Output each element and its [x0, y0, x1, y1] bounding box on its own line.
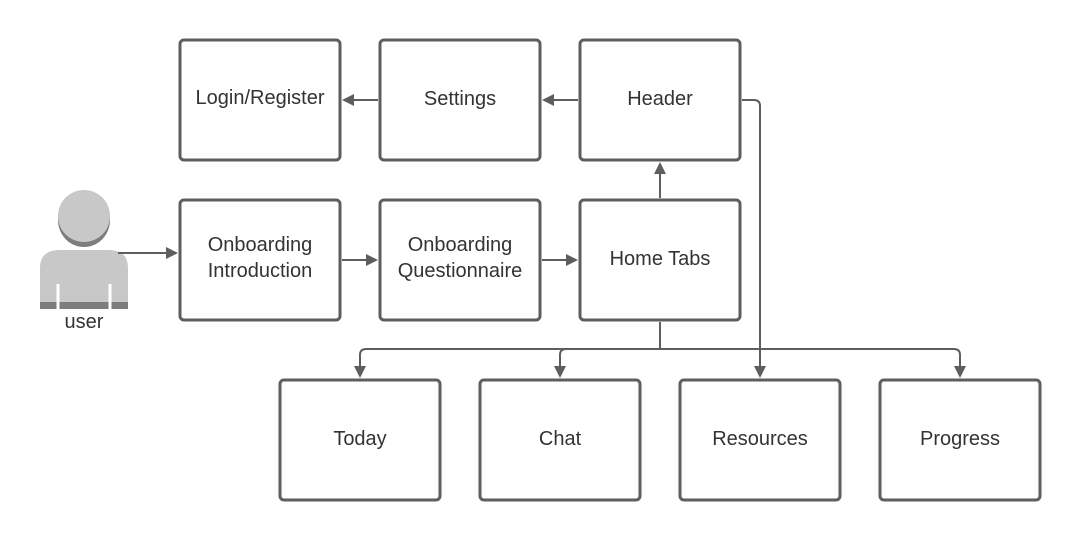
edge-home-tabs-to-header — [654, 162, 666, 198]
node-progress-label: Progress — [920, 428, 1000, 450]
node-onboarding-introduction-line-1: Onboarding — [208, 234, 313, 256]
edge-header-to-settings — [542, 94, 578, 106]
node-login-register-label: Login/Register — [196, 87, 325, 109]
node-progress: Progress — [878, 378, 1042, 502]
edge-questionnaire-to-home-tabs — [542, 254, 578, 266]
node-settings-label: Settings — [424, 88, 496, 110]
node-onboarding-introduction: Onboarding Introduction — [178, 198, 342, 322]
node-home-tabs-label: Home Tabs — [610, 248, 711, 270]
edge-user-to-onboarding-introduction — [118, 247, 178, 259]
node-chat: Chat — [478, 378, 642, 502]
node-header-label: Header — [627, 88, 693, 110]
user-actor: user — [40, 190, 128, 333]
node-onboarding-questionnaire: Onboarding Questionnaire — [378, 198, 542, 322]
node-onboarding-introduction-line-2: Introduction — [208, 260, 313, 282]
edge-home-tabs-to-tabs — [354, 322, 966, 378]
node-home-tabs: Home Tabs — [578, 198, 742, 322]
edge-introduction-to-questionnaire — [342, 254, 378, 266]
edge-header-to-resources — [742, 99, 766, 378]
node-header: Header — [578, 38, 742, 162]
node-today-label: Today — [333, 428, 386, 450]
node-resources-label: Resources — [712, 428, 808, 450]
node-onboarding-questionnaire-line-1: Onboarding — [408, 234, 513, 256]
node-login-register: Login/Register — [178, 38, 342, 162]
node-settings: Settings — [378, 38, 542, 162]
node-today: Today — [278, 378, 442, 502]
node-onboarding-questionnaire-line-2: Questionnaire — [398, 260, 523, 282]
node-resources: Resources — [678, 378, 842, 502]
user-label: user — [65, 311, 104, 333]
user-icon — [40, 190, 128, 309]
node-chat-label: Chat — [539, 428, 582, 450]
edge-settings-to-login-register — [342, 94, 378, 106]
connectors — [118, 94, 966, 378]
